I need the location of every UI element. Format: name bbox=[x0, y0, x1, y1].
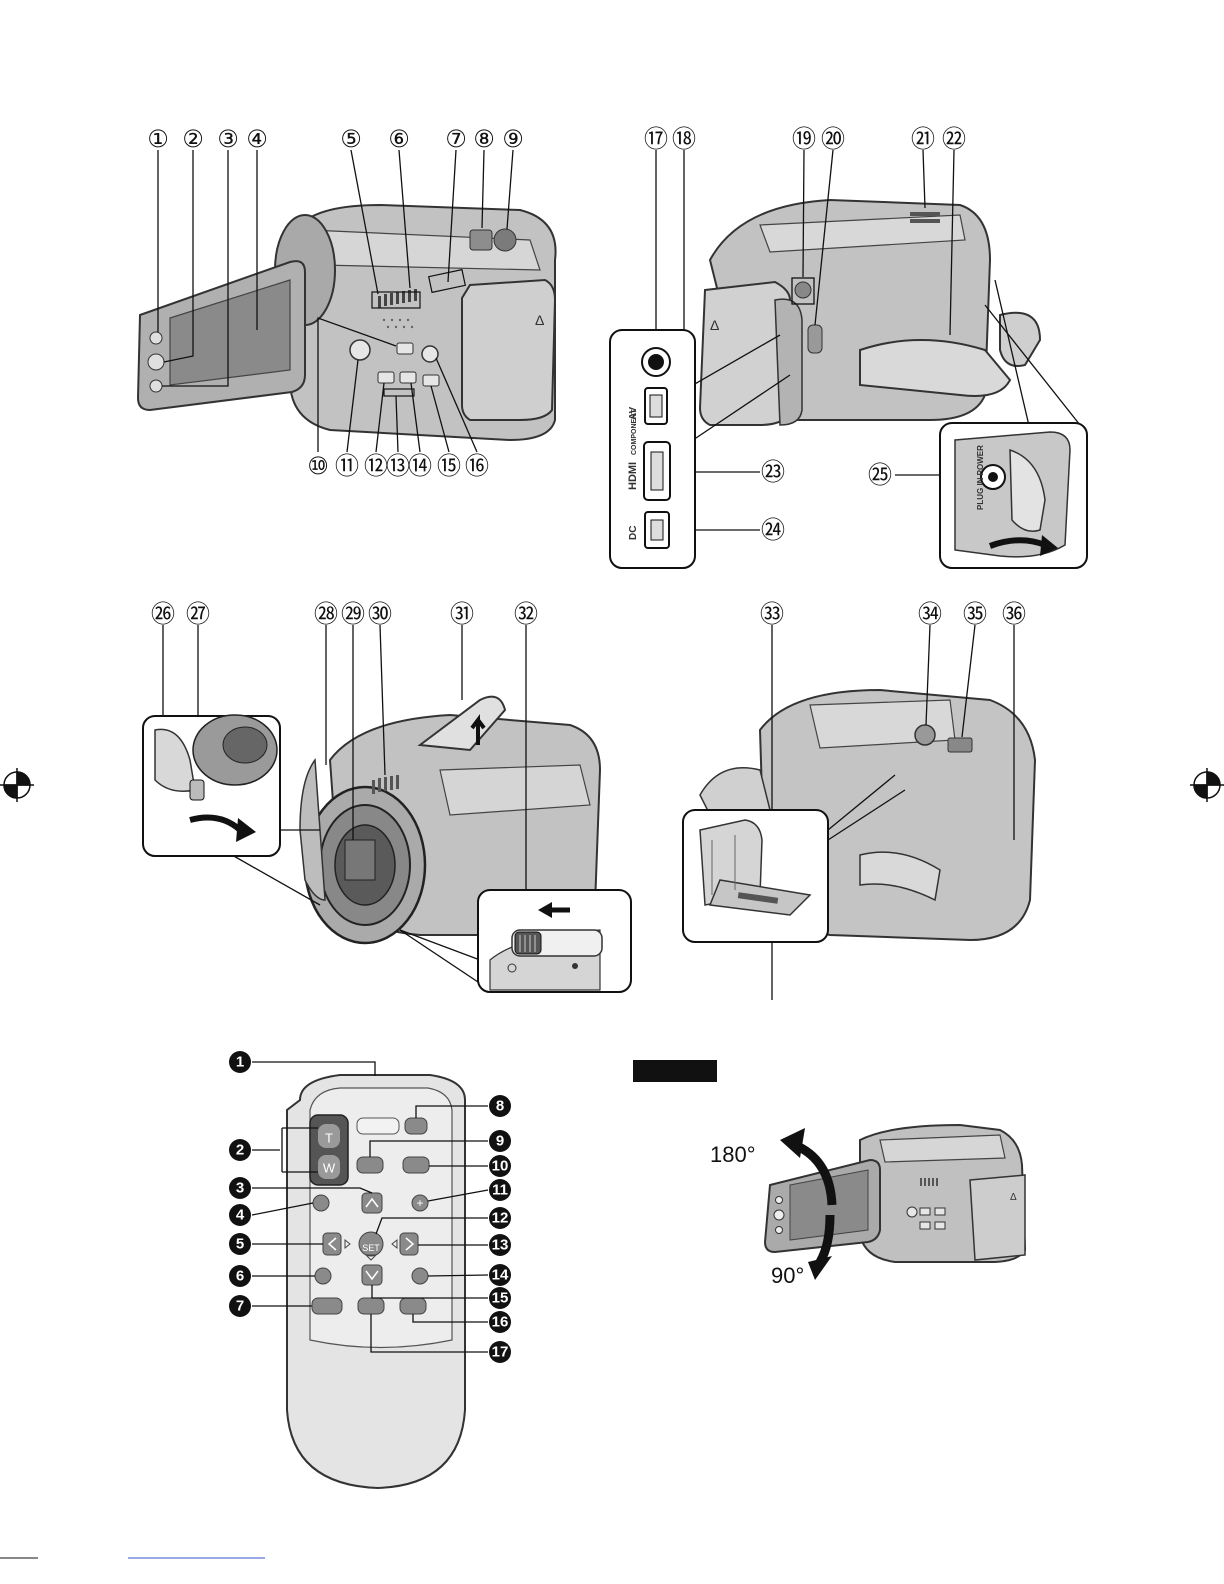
callout-8: ⑧ bbox=[473, 125, 495, 153]
callout-7: ⑦ bbox=[445, 125, 467, 153]
remote-callout-1: 1 bbox=[236, 1054, 244, 1071]
remote-callout-8: 8 bbox=[496, 1098, 504, 1115]
callout-18: ⑱ bbox=[672, 125, 696, 153]
remote-callout-14: 14 bbox=[492, 1267, 509, 1284]
callout-19: ⑲ bbox=[792, 125, 816, 153]
remote-callout-9: 9 bbox=[496, 1133, 504, 1150]
remote-callout-6: 6 bbox=[236, 1268, 244, 1285]
remote-callout-3: 3 bbox=[236, 1180, 244, 1197]
camcorder-lcd-side-view: Δ bbox=[138, 150, 556, 452]
callout-12: ⑫ bbox=[364, 452, 388, 480]
callout-17: ⑰ bbox=[644, 125, 668, 153]
callout-13: ⑬ bbox=[386, 452, 410, 480]
note-heading-block bbox=[633, 1060, 717, 1082]
zoom-t-label: T bbox=[325, 1131, 333, 1146]
label-hdmi: HDMI bbox=[627, 462, 639, 490]
camcorder-rear-view: Δ bbox=[610, 150, 1087, 568]
zoom-w-label: W bbox=[323, 1161, 336, 1176]
callout-2: ② bbox=[182, 125, 204, 153]
callout-36: ㊱ bbox=[1002, 600, 1026, 628]
callout-26: ㉖ bbox=[151, 600, 175, 628]
callout-34: ㉞ bbox=[918, 600, 942, 628]
remote-callout-2: 2 bbox=[236, 1142, 244, 1159]
callout-11: ⑪ bbox=[335, 452, 359, 480]
callout-4: ④ bbox=[246, 125, 268, 153]
callouts-bottom-right: ㉝ ㉞ ㉟ ㊱ bbox=[760, 600, 1026, 628]
callout-24: ㉔ bbox=[761, 516, 785, 544]
terminal-cover-inset bbox=[683, 810, 828, 942]
callout-21: ㉑ bbox=[911, 125, 935, 153]
callout-15: ⑮ bbox=[437, 452, 461, 480]
callout-3: ③ bbox=[217, 125, 239, 153]
svg-text:Δ: Δ bbox=[535, 312, 544, 328]
callout-28: ㉘ bbox=[314, 600, 338, 628]
callout-22: ㉒ bbox=[942, 125, 966, 153]
callout-35: ㉟ bbox=[963, 600, 987, 628]
remote-callout-5: 5 bbox=[236, 1236, 244, 1253]
callout-9: ⑨ bbox=[502, 125, 524, 153]
lens-cover-inset bbox=[143, 715, 280, 856]
remote-control: T W + SET bbox=[252, 1062, 488, 1488]
lcd-rotation-illustration: Δ bbox=[765, 1125, 1025, 1280]
remote-callout-7: 7 bbox=[236, 1298, 244, 1315]
label-component: COMPONENT bbox=[631, 409, 638, 455]
callout-16: ⑯ bbox=[465, 452, 489, 480]
remote-callout-12: 12 bbox=[492, 1210, 509, 1227]
callout-10: ⑩ bbox=[307, 452, 329, 480]
callout-20: ⑳ bbox=[821, 125, 845, 153]
camcorder-front-view bbox=[143, 625, 631, 992]
camcorder-bottom-view bbox=[683, 625, 1035, 1000]
remote-callout-11: 11 bbox=[492, 1182, 508, 1199]
label-dc: DC bbox=[628, 526, 639, 540]
registration-mark-left bbox=[0, 768, 34, 802]
remote-callout-15: 15 bbox=[492, 1290, 509, 1307]
callout-33: ㉝ bbox=[760, 600, 784, 628]
remote-callout-10: 10 bbox=[492, 1158, 509, 1175]
remote-callout-16: 16 bbox=[492, 1314, 509, 1331]
remote-callout-13: 13 bbox=[492, 1237, 509, 1254]
mic-terminal-inset: PLUG IN POWER bbox=[940, 423, 1087, 568]
rotation-angle-180: 180° bbox=[710, 1142, 756, 1167]
remote-callout-17: 17 bbox=[492, 1344, 509, 1361]
set-label: SET bbox=[362, 1243, 380, 1253]
callout-31: ㉛ bbox=[450, 600, 474, 628]
callout-30: ㉚ bbox=[368, 600, 392, 628]
svg-text:Δ: Δ bbox=[1010, 1192, 1017, 1203]
callout-23: ㉓ bbox=[761, 458, 785, 486]
svg-text:Δ: Δ bbox=[710, 317, 719, 333]
callout-29: ㉙ bbox=[341, 600, 365, 628]
callout-6: ⑥ bbox=[388, 125, 410, 153]
callouts-bottom-left: ㉖ ㉗ ㉘ ㉙ ㉚ ㉛ ㉜ bbox=[151, 600, 538, 628]
remote-callout-4: 4 bbox=[236, 1207, 245, 1224]
rotation-angle-90: 90° bbox=[771, 1263, 804, 1288]
terminal-inset: AV COMPONENT HDMI DC bbox=[610, 330, 695, 568]
callout-32: ㉜ bbox=[514, 600, 538, 628]
callout-5: ⑤ bbox=[340, 125, 362, 153]
callout-25: ㉕ bbox=[868, 461, 892, 489]
label-plugin-power: PLUG IN POWER bbox=[976, 445, 985, 510]
callout-27: ㉗ bbox=[186, 600, 210, 628]
callout-14: ⑭ bbox=[408, 452, 432, 480]
power-switch-inset bbox=[478, 890, 631, 992]
svg-text:+: + bbox=[416, 1196, 423, 1210]
registration-mark-right bbox=[1190, 768, 1224, 802]
callout-1: ① bbox=[147, 125, 169, 153]
